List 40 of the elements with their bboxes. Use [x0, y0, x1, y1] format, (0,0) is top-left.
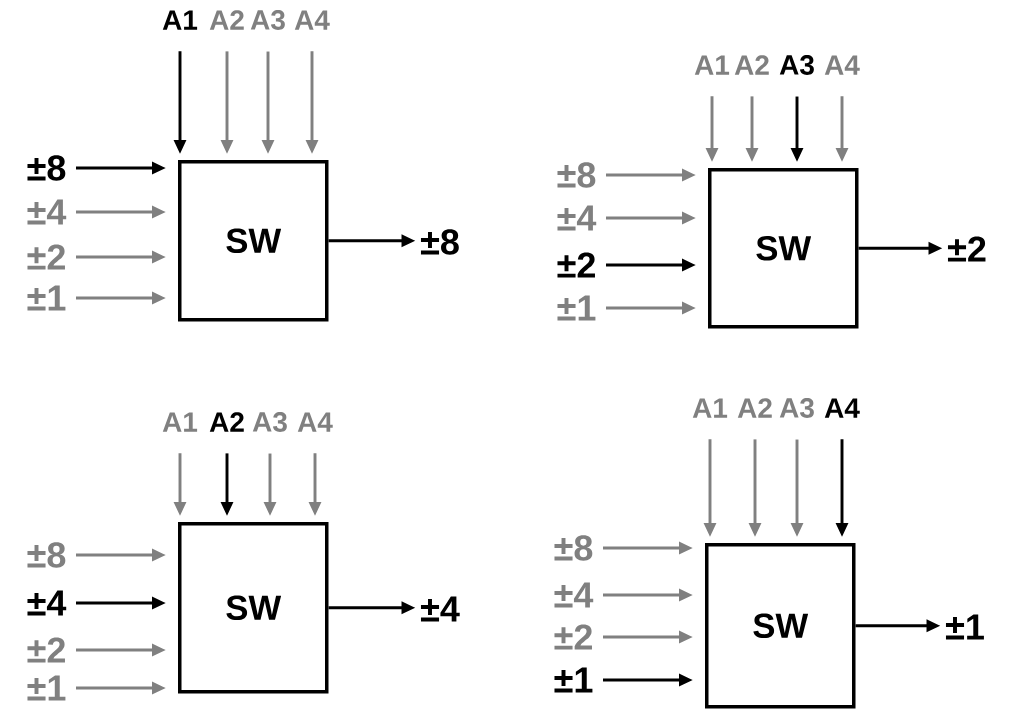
input-label: ±1 — [27, 285, 66, 311]
input-label: ±8 — [27, 542, 66, 568]
control-label: A3 — [779, 55, 814, 75]
input-label: ±4 — [557, 205, 597, 231]
control-label: A1 — [694, 55, 730, 75]
switch-box: SW — [708, 168, 859, 329]
output-label: ±1 — [946, 614, 984, 640]
input-label: ±2 — [554, 624, 592, 650]
control-label: A1 — [162, 10, 198, 30]
control-label: A4 — [297, 412, 333, 432]
input-label: ±8 — [554, 535, 593, 561]
control-label: A4 — [824, 398, 860, 418]
input-label: ±4 — [27, 199, 67, 225]
output-label: ±2 — [948, 236, 986, 262]
input-label: ±8 — [557, 162, 596, 188]
input-label: ±2 — [557, 252, 595, 278]
control-label: A1 — [162, 412, 198, 432]
control-label: A3 — [252, 412, 287, 432]
control-label: A2 — [737, 398, 772, 418]
switch-box: SW — [178, 522, 329, 694]
switch-box: SW — [178, 160, 329, 322]
input-label: ±4 — [554, 582, 594, 608]
output-label: ±4 — [420, 596, 460, 622]
control-label: A2 — [209, 412, 244, 432]
input-label: ±1 — [27, 675, 66, 701]
output-label: ±8 — [420, 229, 459, 255]
input-label: ±4 — [27, 590, 67, 616]
input-label: ±2 — [27, 637, 65, 663]
control-label: A4 — [294, 10, 330, 30]
input-label: ±1 — [554, 667, 593, 693]
input-label: ±8 — [27, 155, 66, 181]
control-label: A3 — [779, 398, 814, 418]
control-label: A1 — [692, 398, 728, 418]
input-label: ±1 — [557, 295, 596, 321]
control-label: A3 — [250, 10, 285, 30]
control-label: A4 — [824, 55, 860, 75]
control-label: A2 — [209, 10, 244, 30]
input-label: ±2 — [27, 244, 65, 270]
control-label: A2 — [734, 55, 769, 75]
switch-box: SW — [705, 543, 856, 709]
